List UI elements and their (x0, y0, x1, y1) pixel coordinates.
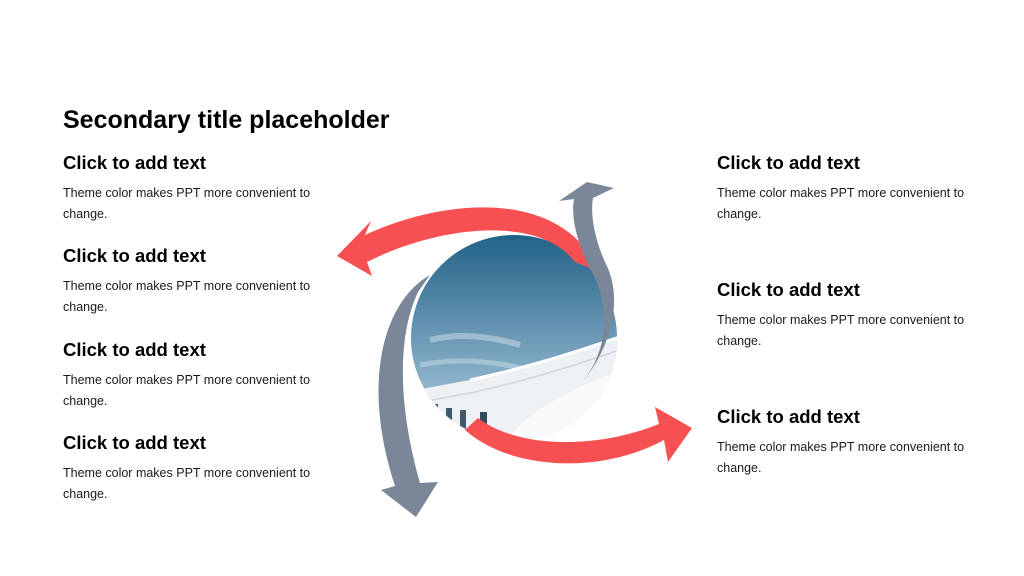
block-body: Theme color makes PPT more convenient to… (717, 440, 965, 475)
block-body: Theme color makes PPT more convenient to… (717, 186, 965, 221)
block-heading: Click to add text (63, 432, 206, 453)
block-heading: Click to add text (63, 152, 206, 173)
block-body: Theme color makes PPT more convenient to… (63, 466, 311, 501)
block-body: Theme color makes PPT more convenient to… (63, 186, 311, 221)
block-heading: Click to add text (717, 152, 860, 173)
curved-arrow-slate-icon (559, 182, 615, 385)
right-text-block-2[interactable]: Click to add text Theme color makes PPT … (717, 279, 967, 351)
block-heading: Click to add text (63, 339, 206, 360)
block-heading: Click to add text (717, 279, 860, 300)
block-heading: Click to add text (63, 245, 206, 266)
block-heading: Click to add text (717, 406, 860, 427)
left-text-block-1[interactable]: Click to add text Theme color makes PPT … (63, 152, 313, 224)
left-text-block-3[interactable]: Click to add text Theme color makes PPT … (63, 339, 313, 411)
block-body: Theme color makes PPT more convenient to… (63, 279, 311, 314)
right-text-block-1[interactable]: Click to add text Theme color makes PPT … (717, 152, 967, 224)
left-text-block-2[interactable]: Click to add text Theme color makes PPT … (63, 245, 313, 317)
slide-title[interactable]: Secondary title placeholder (63, 106, 390, 134)
curved-arrow-red-icon (465, 407, 692, 464)
curved-arrow-red-icon (337, 207, 600, 276)
left-text-block-4[interactable]: Click to add text Theme color makes PPT … (63, 432, 313, 504)
curved-arrow-slate-icon (378, 275, 438, 517)
building-photo-icon (411, 235, 617, 441)
right-text-block-3[interactable]: Click to add text Theme color makes PPT … (717, 406, 967, 478)
block-body: Theme color makes PPT more convenient to… (717, 313, 965, 348)
block-body: Theme color makes PPT more convenient to… (63, 373, 311, 408)
